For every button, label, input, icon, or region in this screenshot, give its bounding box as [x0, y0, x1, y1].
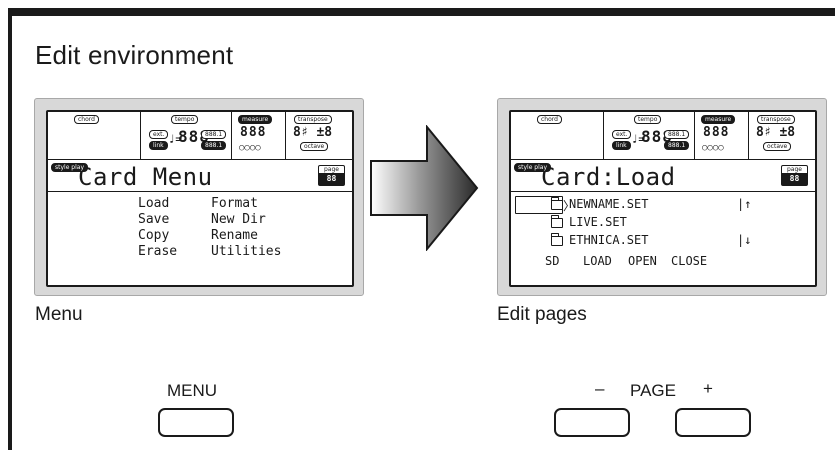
softkey-sd[interactable]: SD	[545, 254, 560, 268]
transpose-value: 8♯ ±8	[293, 125, 333, 140]
scroll-up-icon[interactable]: |↑	[737, 197, 752, 211]
page-minus-label: –	[595, 379, 605, 398]
menu-display-screen: chord tempo ext. link ♩= 888 888.1 888.1…	[34, 98, 364, 296]
octave-tag: octave	[763, 142, 792, 151]
ext-tag: ext.	[149, 130, 169, 139]
page-plus-label: +	[703, 379, 713, 398]
tempo-note-symbol: ♩=	[631, 132, 646, 146]
folder-icon	[550, 215, 563, 228]
menu-item-copy[interactable]: Copy	[138, 228, 170, 243]
page-icon-value: 88	[319, 173, 344, 185]
frame-left-border	[8, 8, 12, 450]
menu-button-label: MENU	[167, 381, 218, 400]
measure-tag: measure	[238, 115, 273, 124]
page-icon-label: page	[324, 166, 339, 173]
link-tag: link	[149, 141, 168, 150]
transpose-tag: transpose	[757, 115, 795, 124]
measure-value: 888	[703, 125, 730, 140]
frame-top-border	[8, 8, 835, 16]
transpose-value: 8♯ ±8	[756, 125, 796, 140]
page-heading: Edit environment	[35, 40, 234, 70]
transpose-tag: transpose	[294, 115, 332, 124]
status-bar: chord tempo ext. link ♩= 888 888.1 888.1…	[511, 112, 815, 160]
selection-arrow-icon: 〉	[563, 199, 576, 213]
sub-tag-1: 888.1	[201, 130, 227, 139]
page-button-label: PAGE	[630, 381, 676, 400]
page-plus-button[interactable]	[675, 408, 751, 437]
transition-arrow-icon	[370, 125, 479, 251]
tempo-cell: tempo ext. link ♩= 888 888.1 888.1	[141, 112, 232, 160]
octave-tag: octave	[300, 142, 329, 151]
title-band: Card:Load page 88	[511, 160, 815, 192]
lcd-page-title: Card:Load	[541, 163, 676, 191]
measure-tag: measure	[701, 115, 736, 124]
ext-tag: ext.	[612, 130, 632, 139]
tempo-note-symbol: ♩=	[168, 132, 183, 146]
measure-value: 888	[240, 125, 267, 140]
file-row[interactable]: ETHNICA.SET |↓	[511, 232, 815, 252]
softkey-load[interactable]: LOAD	[583, 254, 612, 268]
lcd-panel: chord tempo ext. link ♩= 888 888.1 888.1…	[509, 110, 817, 287]
lcd-panel: chord tempo ext. link ♩= 888 888.1 888.1…	[46, 110, 354, 287]
style-play-tag: style play	[514, 163, 551, 172]
edit-page-display-screen: chord tempo ext. link ♩= 888 888.1 888.1…	[497, 98, 827, 296]
menu-item-format[interactable]: Format	[211, 196, 258, 211]
page-icon: page 88	[318, 165, 345, 186]
softkey-open[interactable]: OPEN	[628, 254, 657, 268]
menu-item-utilities[interactable]: Utilities	[211, 244, 282, 259]
menu-button[interactable]	[158, 408, 234, 437]
menu-item-new-dir[interactable]: New Dir	[211, 212, 266, 227]
menu-item-save[interactable]: Save	[138, 212, 170, 227]
link-tag: link	[612, 141, 631, 150]
folder-icon	[550, 197, 563, 210]
lcd-page-title: Card Menu	[78, 163, 213, 191]
file-name: LIVE.SET	[569, 215, 627, 229]
file-row[interactable]: LIVE.SET	[511, 214, 815, 234]
sub-tag-2: 888.1	[201, 141, 227, 150]
chord-tag: chord	[74, 115, 99, 124]
style-play-tag: style play	[51, 163, 88, 172]
folder-icon	[550, 233, 563, 246]
status-bar: chord tempo ext. link ♩= 888 888.1 888.1…	[48, 112, 352, 160]
tempo-cell: tempo ext. link ♩= 888 888.1 888.1	[604, 112, 695, 160]
transpose-cell: transpose 8♯ ±8 octave	[749, 112, 815, 160]
menu-item-rename[interactable]: Rename	[211, 228, 258, 243]
transpose-cell: transpose 8♯ ±8 octave	[286, 112, 352, 160]
menu-item-load[interactable]: Load	[138, 196, 170, 211]
sub-tag-1: 888.1	[664, 130, 690, 139]
page-icon-label: page	[787, 166, 802, 173]
measure-cell: measure 888 ○○○○	[695, 112, 749, 160]
tempo-tag: tempo	[634, 115, 662, 124]
measure-dots: ○○○○	[239, 143, 261, 153]
menu-item-erase[interactable]: Erase	[138, 244, 178, 259]
measure-cell: measure 888 ○○○○	[232, 112, 286, 160]
sub-tag-2: 888.1	[664, 141, 690, 150]
chord-cell: chord	[511, 112, 604, 160]
page-icon-value: 88	[782, 173, 807, 185]
page-icon: page 88	[781, 165, 808, 186]
edit-pages-caption: Edit pages	[497, 304, 587, 325]
file-row[interactable]: NEWNAME.SET |↑	[511, 196, 815, 216]
measure-dots: ○○○○	[702, 143, 724, 153]
file-name: ETHNICA.SET	[569, 233, 649, 247]
file-name: NEWNAME.SET	[569, 197, 649, 211]
tempo-tag: tempo	[171, 115, 199, 124]
softkey-close[interactable]: CLOSE	[671, 254, 708, 268]
page-minus-button[interactable]	[554, 408, 630, 437]
chord-cell: chord	[48, 112, 141, 160]
title-band: Card Menu page 88	[48, 160, 352, 192]
scroll-down-icon[interactable]: |↓	[737, 233, 752, 247]
menu-caption: Menu	[35, 304, 83, 325]
chord-tag: chord	[537, 115, 562, 124]
